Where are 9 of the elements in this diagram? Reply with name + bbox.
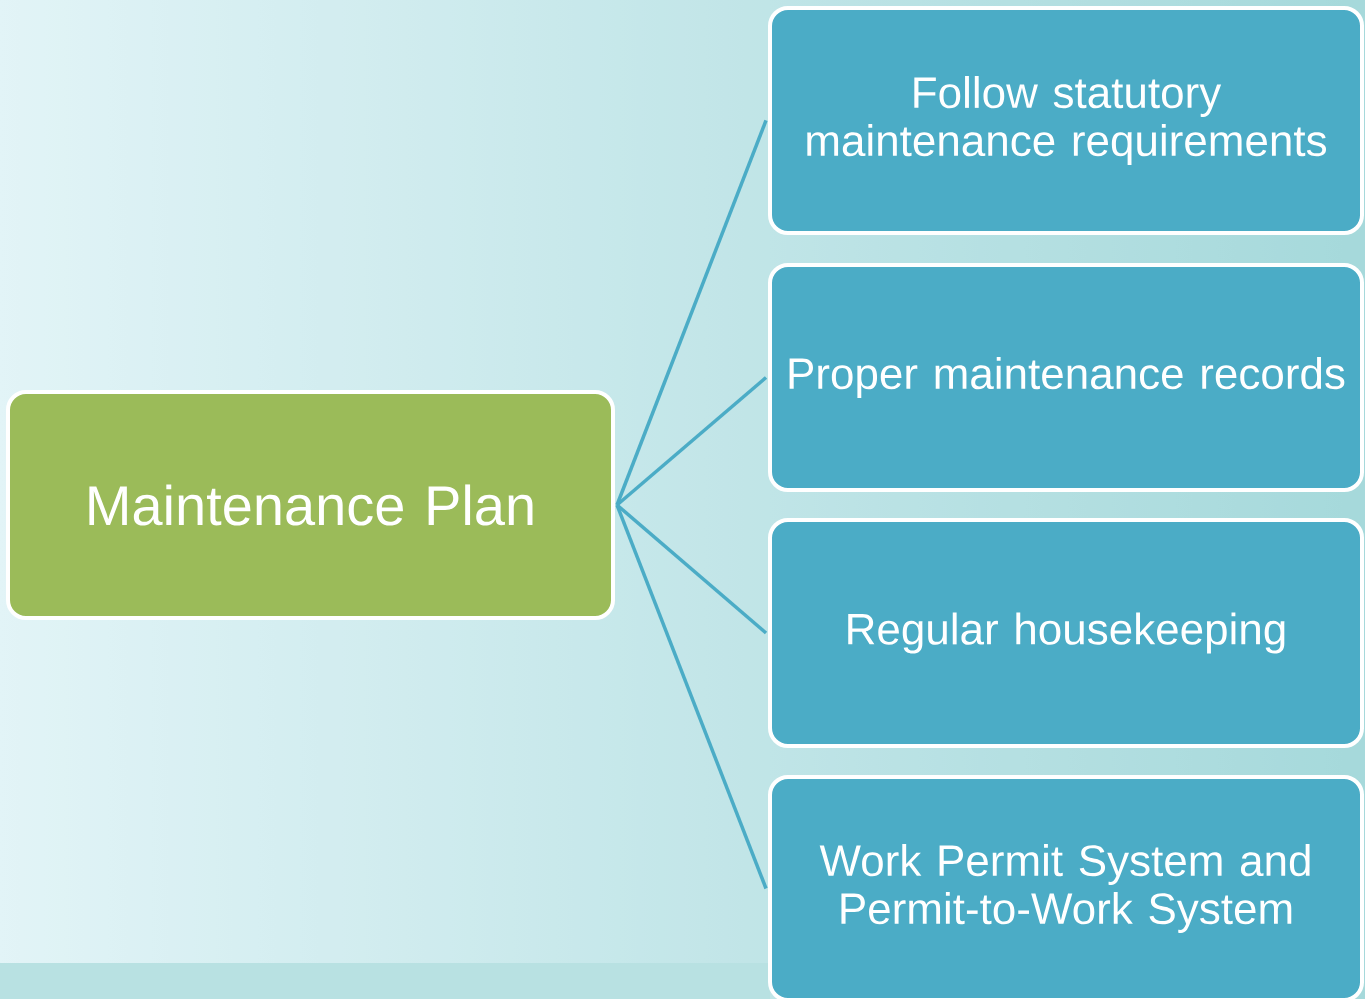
topic-box: Maintenance Plan [6,390,615,620]
connector-line [615,504,768,890]
connector-line [615,503,768,635]
item-box: Work Permit System and Permit-to-Work System [768,775,1364,999]
connector-line [615,119,768,506]
item-box: Regular housekeeping [768,518,1364,748]
connector-line [615,376,768,507]
item-box: Proper maintenance records [768,263,1364,492]
item-box: Follow statutory maintenance requirements [768,6,1364,235]
